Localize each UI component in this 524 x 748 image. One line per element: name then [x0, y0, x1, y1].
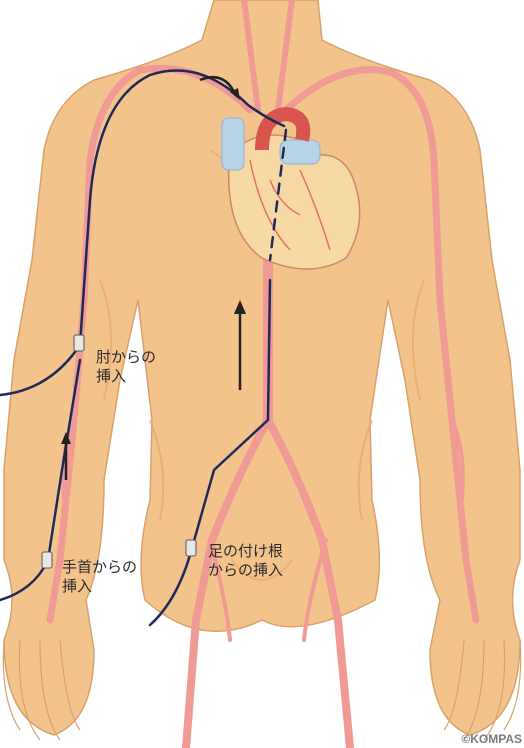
- label-wrist-line2: 挿入: [62, 577, 137, 596]
- label-groin-line2: からの挿入: [208, 561, 283, 580]
- label-elbow-line2: 挿入: [96, 367, 156, 386]
- label-wrist-line1: 手首からの: [62, 558, 137, 577]
- label-elbow-insertion: 肘からの 挿入: [96, 348, 156, 386]
- label-elbow-line1: 肘からの: [96, 348, 156, 367]
- label-wrist-insertion: 手首からの 挿入: [62, 558, 137, 596]
- copyright-text: ©KOMPAS: [461, 732, 522, 746]
- label-groin-line1: 足の付け根: [208, 542, 283, 561]
- label-groin-insertion: 足の付け根 からの挿入: [208, 542, 283, 580]
